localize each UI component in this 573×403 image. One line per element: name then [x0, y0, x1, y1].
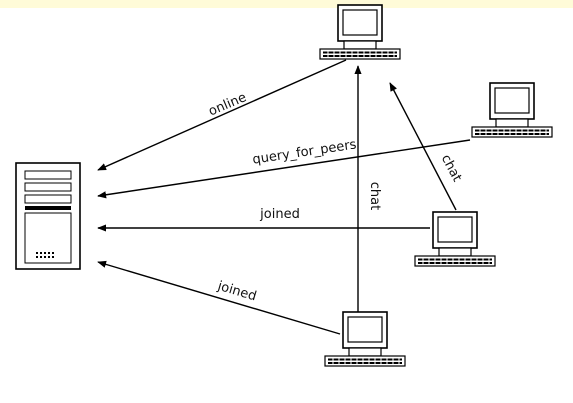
label-query-for-peers: query_for_peers	[252, 137, 358, 167]
desktop-pc-icon-middle-right	[414, 211, 496, 267]
label-joined-bottom: joined	[215, 279, 258, 305]
label-chat-diagonal: chat	[438, 152, 465, 184]
label-online: online	[206, 90, 248, 119]
edge-chat-diagonal	[389, 82, 457, 211]
desktop-pc-icon-bottom	[324, 311, 406, 367]
desktop-pc-icon-right	[471, 82, 553, 138]
server-tower-icon	[15, 162, 81, 270]
edge-online	[97, 59, 347, 171]
edge-joined-bottom	[97, 260, 341, 335]
desktop-pc-icon-top	[319, 4, 401, 60]
top-band	[0, 0, 573, 8]
edge-query-for-peers	[97, 139, 471, 199]
label-joined-middle: joined	[259, 207, 300, 222]
label-chat-vertical: chat	[367, 182, 382, 210]
